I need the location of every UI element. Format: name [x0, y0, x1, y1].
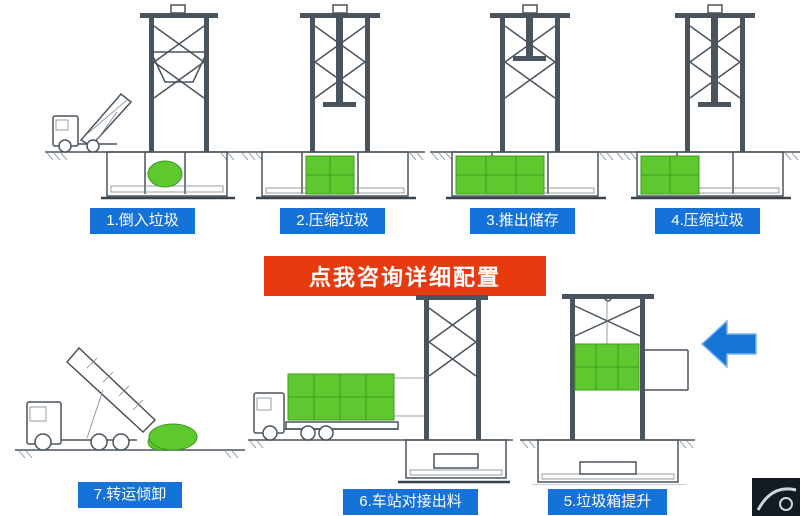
- consult-banner[interactable]: 点我咨询详细配置: [264, 256, 546, 296]
- step-label-6: 6.车站对接出料: [343, 489, 478, 515]
- step-label-7: 7.转运倾卸: [77, 482, 183, 508]
- bin-lifting-drawing: [520, 294, 695, 485]
- step-label-3: 3.推出储存: [470, 208, 575, 234]
- step-panel-5: 5.垃圾箱提升: [520, 290, 695, 515]
- step-label-1: 1.倒入垃圾: [90, 208, 195, 234]
- watermark-logo: [752, 478, 800, 516]
- station-pushout-drawing: [430, 4, 615, 200]
- step-panel-7: 7.转运倾卸: [15, 290, 245, 508]
- station-compress-drawing: [240, 4, 425, 200]
- step-panel-6: 6.车站对接出料: [248, 290, 513, 515]
- step-label-5: 5.垃圾箱提升: [547, 489, 668, 515]
- step-panel-1: 1.倒入垃圾: [45, 4, 240, 234]
- truck-docking-drawing: [248, 295, 513, 484]
- station-dump-in-drawing: [45, 4, 240, 200]
- truck-tipping-drawing: [15, 346, 245, 459]
- step-panel-2: 2.压缩垃圾: [240, 4, 425, 234]
- step-label-2: 2.压缩垃圾: [280, 208, 385, 234]
- step-panel-4: 4.压缩垃圾: [615, 4, 800, 234]
- step-panel-3: 3.推出储存: [430, 4, 615, 234]
- flow-arrow-icon: [700, 319, 757, 369]
- step-label-4: 4.压缩垃圾: [655, 208, 760, 234]
- station-compress2-drawing: [615, 4, 800, 200]
